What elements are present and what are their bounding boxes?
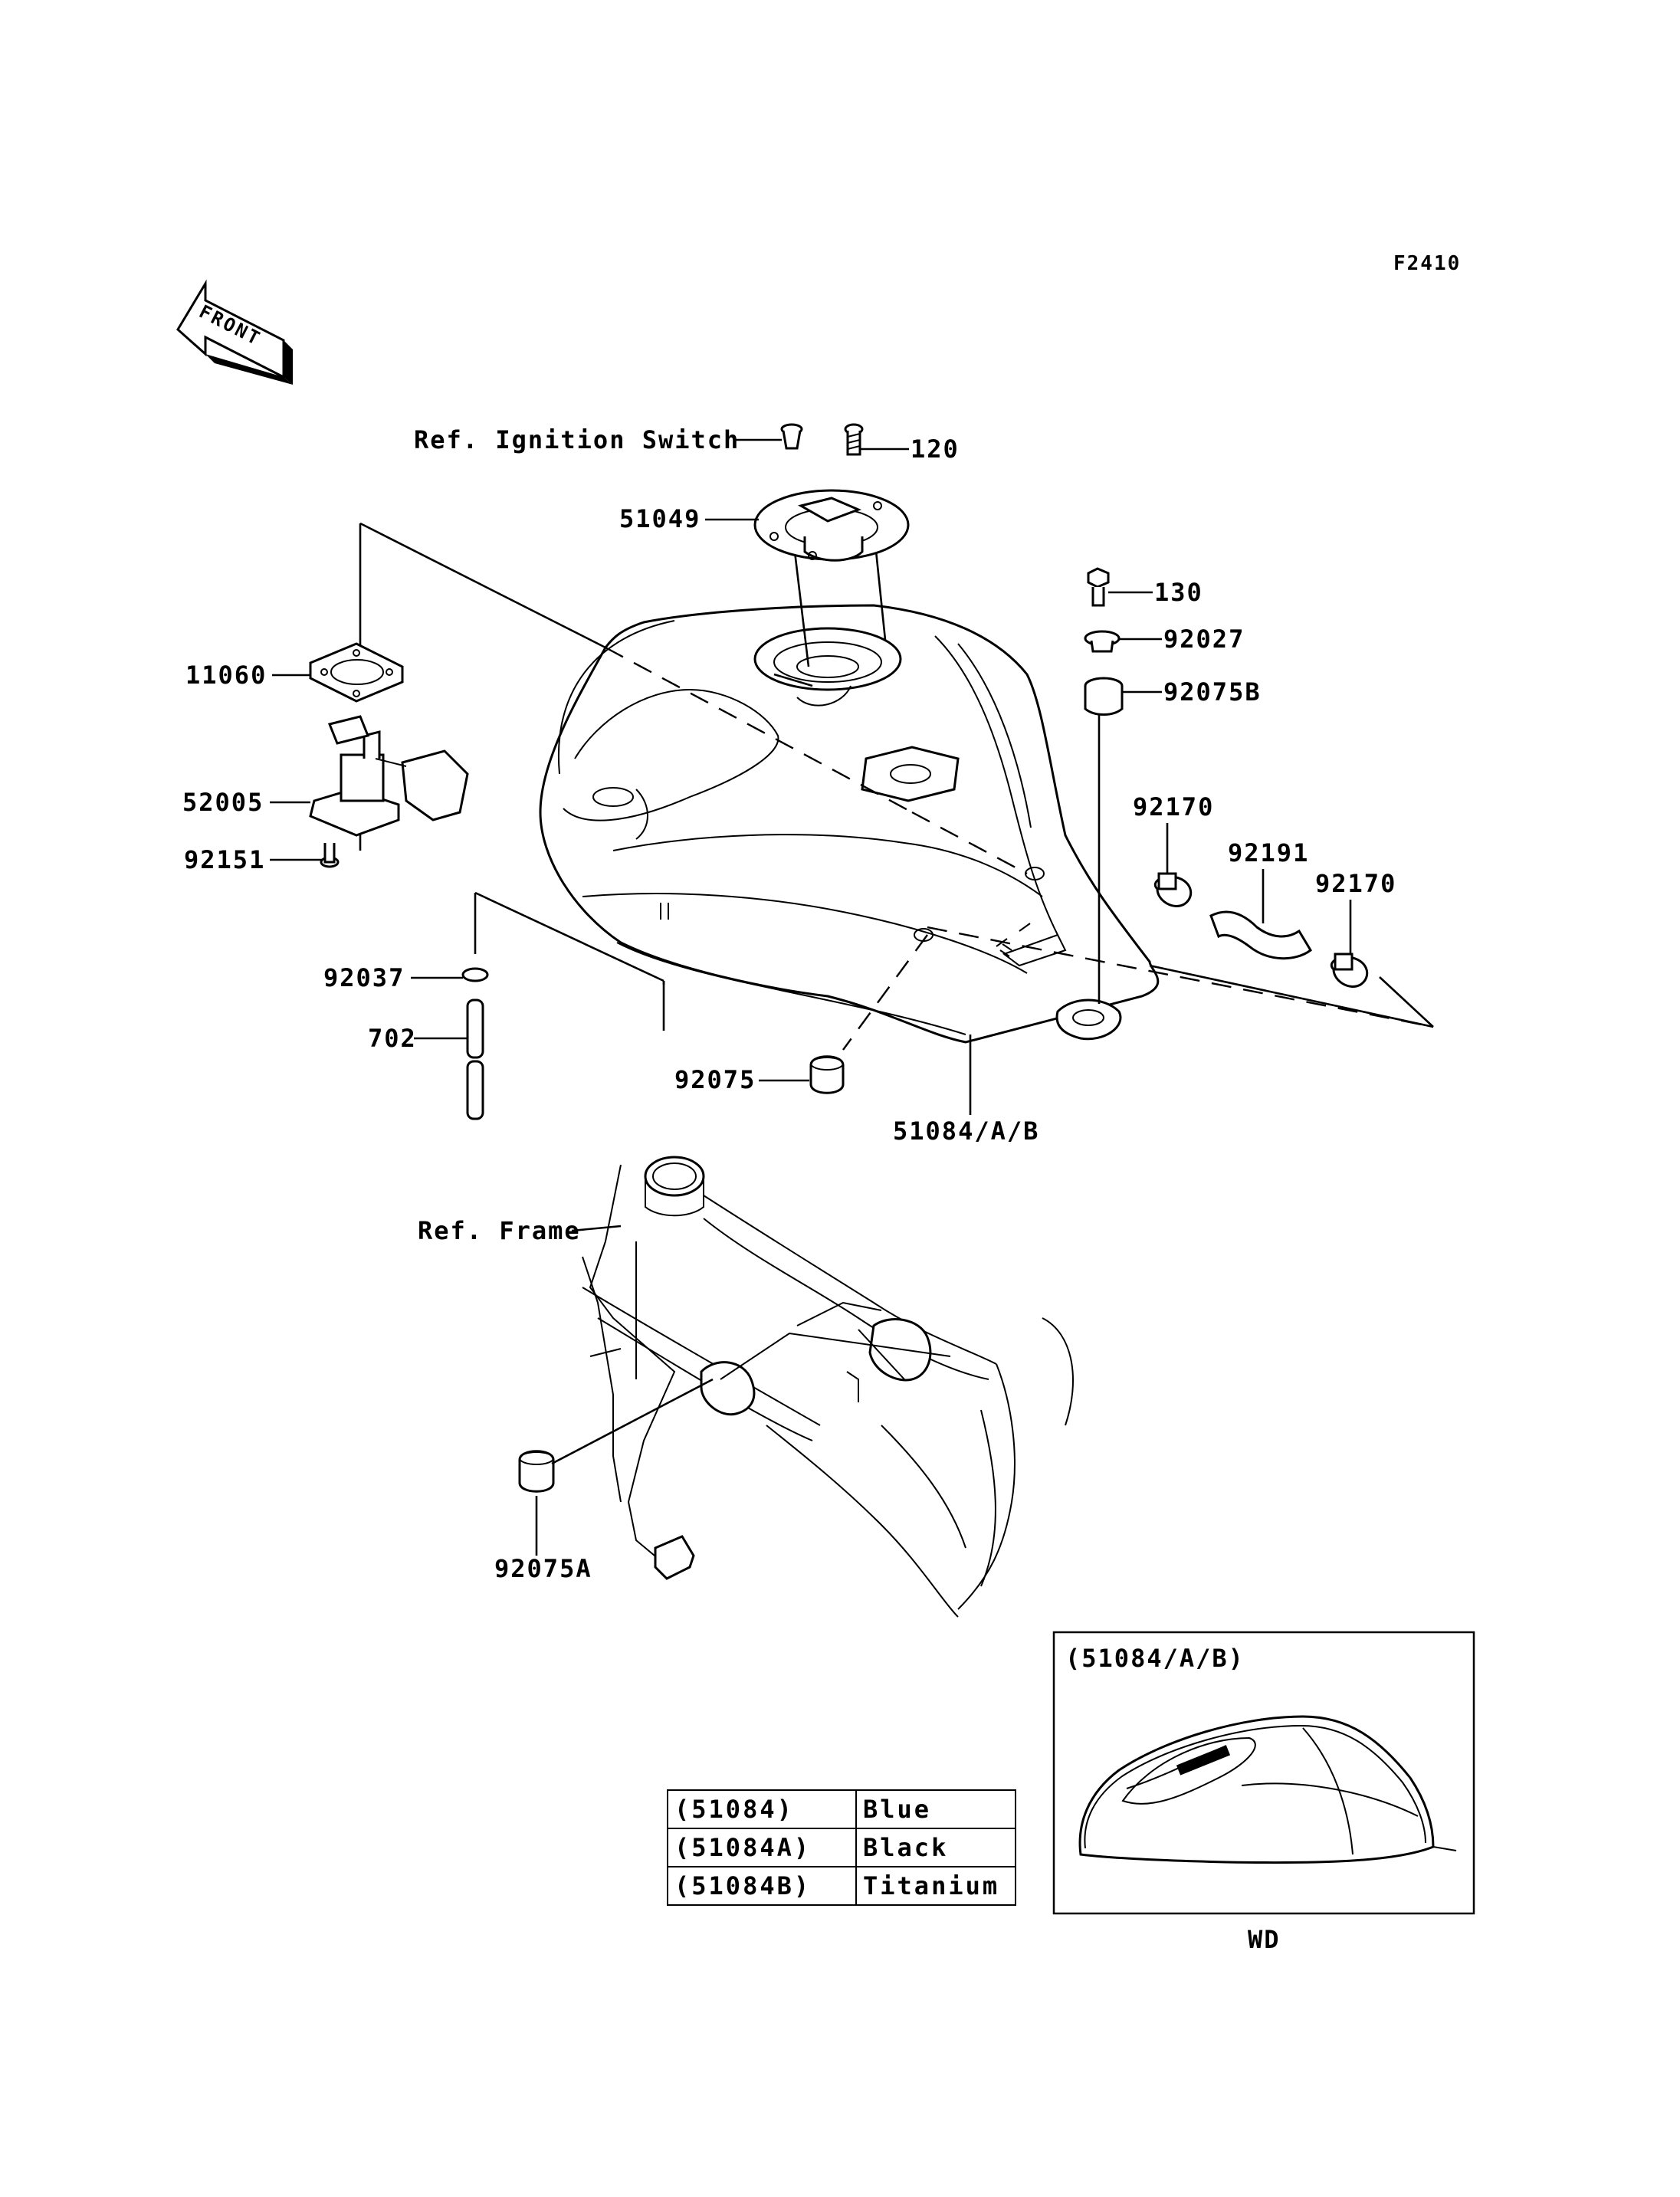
callout-92075B: 92075B — [1163, 677, 1262, 707]
fuel-tank-drawing — [539, 604, 1160, 1044]
table-row: (51084B) Titanium — [667, 1866, 1016, 1906]
color-table: (51084) Blue (51084A) Black (51084B) Tit… — [667, 1789, 1016, 1906]
callout-51049: 51049 — [619, 504, 701, 533]
callout-92191: 92191 — [1228, 838, 1309, 867]
table-cell-color: Blue — [855, 1789, 1016, 1829]
collar-92027-part — [1084, 630, 1121, 653]
table-cell-code: (51084B) — [667, 1866, 857, 1906]
hose-92191-part — [1209, 910, 1312, 960]
callout-92075: 92075 — [674, 1065, 756, 1094]
gasket-11060-part — [309, 642, 404, 703]
table-cell-code: (51084) — [667, 1789, 857, 1829]
callout-92170-right: 92170 — [1315, 869, 1396, 898]
inset-title: (51084/A/B) — [1065, 1644, 1245, 1673]
figure-code: F2410 — [1393, 252, 1461, 275]
table-cell-color: Titanium — [855, 1866, 1016, 1906]
inset-caption: WD — [1248, 1925, 1281, 1954]
grommet-92075A-part — [518, 1378, 714, 1493]
table-row: (51084A) Black — [667, 1828, 1016, 1867]
front-arrow-icon: FRONT — [176, 279, 293, 385]
fuel-pump-52005-part — [309, 715, 469, 837]
callout-92151: 92151 — [184, 845, 265, 874]
clamp-92170-left-part — [1154, 872, 1193, 907]
frame-drawing — [582, 1156, 1074, 1618]
callout-702: 702 — [368, 1024, 417, 1053]
callout-92027: 92027 — [1163, 625, 1245, 654]
callout-92075A: 92075A — [494, 1554, 592, 1583]
callout-92170-left: 92170 — [1133, 792, 1214, 821]
collar-bolt-part — [780, 423, 803, 450]
grommet-92075B-part — [1084, 677, 1124, 716]
table-cell-code: (51084A) — [667, 1828, 857, 1867]
callout-ref-frame: Ref. Frame — [418, 1216, 581, 1245]
callouts: Ref. Ignition Switch 120 51049 130 92027… — [182, 425, 1396, 1583]
callout-ref-ignition-switch: Ref. Ignition Switch — [414, 425, 740, 454]
bolt-92151-part — [320, 843, 340, 868]
clamp-92170-right-part — [1331, 953, 1369, 988]
callout-51084: 51084/A/B — [893, 1117, 1039, 1146]
callout-11060: 11060 — [185, 661, 267, 690]
grommet-92075-part — [809, 1055, 845, 1094]
fuel-cap-part — [753, 489, 910, 562]
table-row: (51084) Blue — [667, 1789, 1016, 1829]
callout-120: 120 — [911, 434, 960, 464]
callout-52005: 52005 — [182, 788, 264, 817]
inset-tank-drawing — [1078, 1715, 1457, 1864]
bolt-120-part — [844, 423, 864, 456]
tube-702-part — [466, 998, 484, 1120]
callout-92037: 92037 — [323, 963, 405, 992]
table-cell-color: Black — [855, 1828, 1016, 1867]
bolt-130-part — [1087, 567, 1110, 607]
callout-130: 130 — [1154, 578, 1203, 607]
clip-92037-part — [461, 967, 489, 982]
